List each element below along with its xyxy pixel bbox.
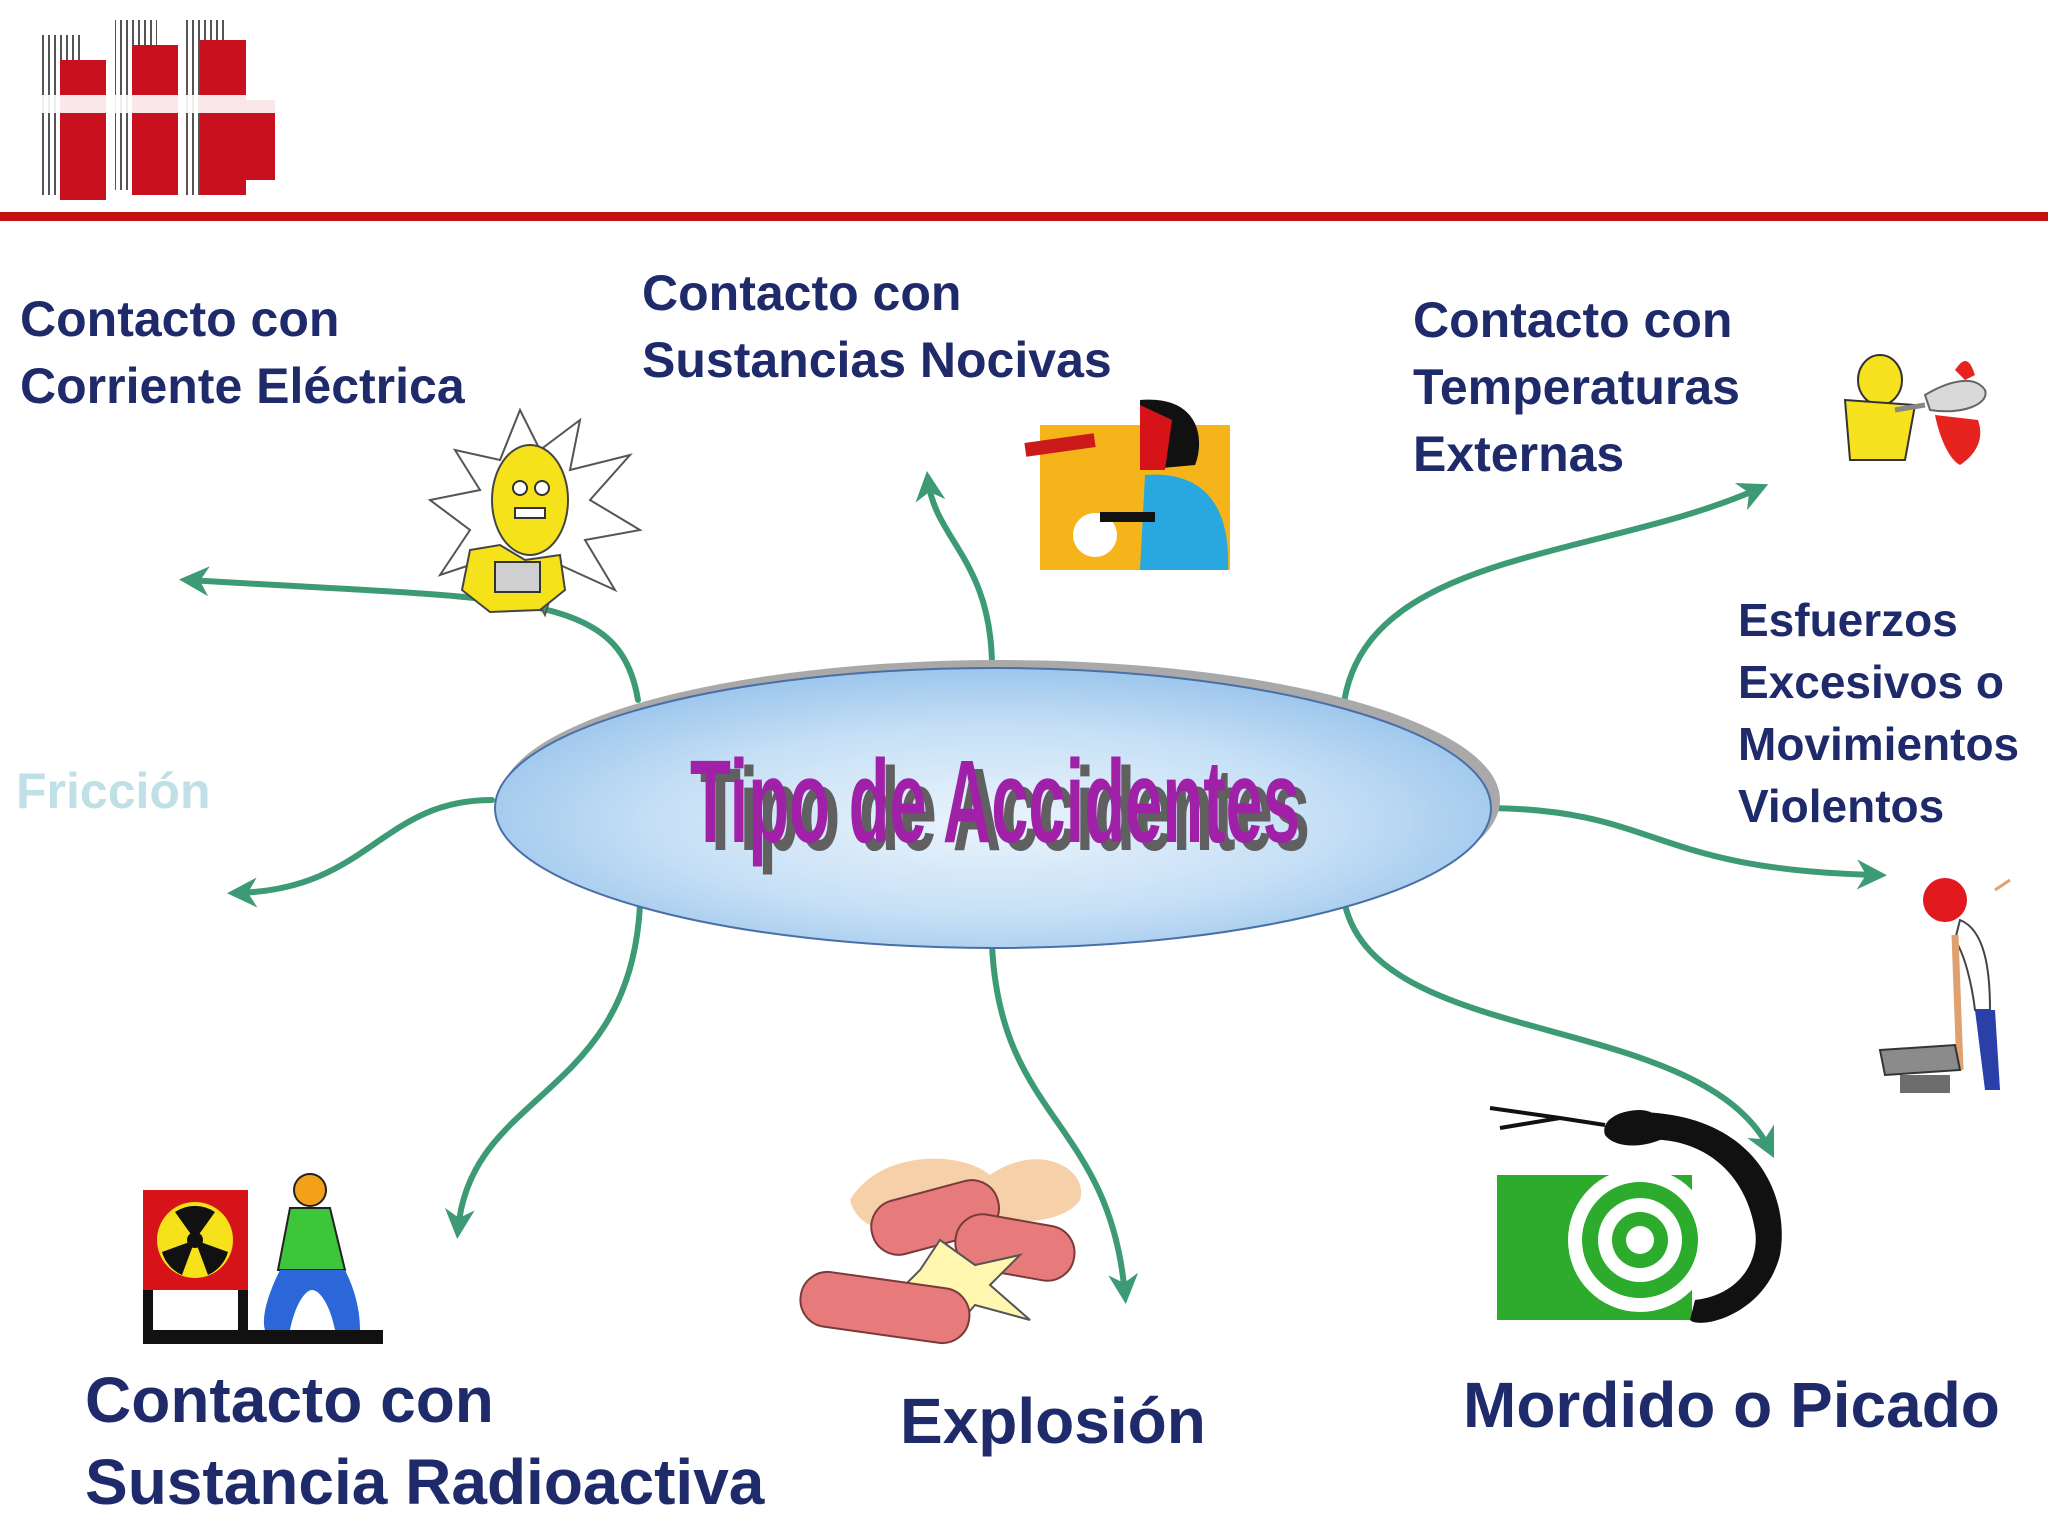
center-title-shadow: Tipo de Accidentes: [700, 744, 1310, 876]
arrow-friccion: [227, 797, 495, 908]
label-line: Mordido o Picado: [1463, 1369, 2000, 1441]
label-corriente-electrica: Contacto con Corriente Eléctrica: [20, 286, 465, 420]
snake-icon: [1489, 1106, 1782, 1323]
label-line: Contacto con: [1413, 292, 1733, 348]
center-title-text: Tipo de Accidentes: [690, 736, 1300, 868]
center-title: Tipo de Accidentes Tipo de Accidentes: [690, 736, 1310, 876]
connector-arrows: [179, 471, 1887, 1304]
header-divider: [0, 212, 2048, 221]
arrow-explosion: [989, 942, 1139, 1304]
fire-suit-icon: [1843, 354, 1987, 465]
label-line: Contacto con: [642, 265, 962, 321]
arrow-sustancia-radioactiva: [444, 902, 643, 1239]
label-line: Esfuerzos: [1738, 594, 1958, 646]
label-line: Corriente Eléctrica: [20, 358, 465, 414]
label-friccion: Fricción: [16, 758, 210, 825]
label-line: Contacto con: [20, 291, 340, 347]
label-line: Violentos: [1738, 780, 1945, 832]
label-line: Excesivos o: [1738, 656, 2004, 708]
back-strain-icon: [1878, 878, 2011, 1093]
label-line: Fricción: [16, 763, 211, 819]
label-line: Contacto con: [85, 1364, 494, 1436]
company-logo: [28, 20, 278, 200]
label-sustancias-nocivas: Contacto con Sustancias Nocivas: [642, 260, 1112, 394]
explosion-icon: [799, 1158, 1082, 1345]
label-explosion: Explosión: [900, 1380, 1206, 1462]
label-sustancia-radioactiva: Contacto con Sustancia Radioactiva: [85, 1359, 764, 1523]
label-line: Movimientos: [1738, 718, 2020, 770]
harmful-substance-icon: [1024, 399, 1230, 570]
label-esfuerzos-excesivos: Esfuerzos Excesivos o Movimientos Violen…: [1738, 589, 2019, 837]
arrow-sustancias-nocivas: [915, 471, 995, 671]
label-line: Temperaturas: [1413, 359, 1740, 415]
arrow-corriente-electrica: [179, 566, 641, 703]
label-line: Explosión: [900, 1385, 1206, 1457]
label-mordido-picado: Mordido o Picado: [1463, 1364, 2000, 1446]
center-ellipse: [494, 660, 1500, 949]
label-line: Externas: [1413, 426, 1625, 482]
electric-shock-icon: [427, 407, 643, 618]
label-line: Sustancia Radioactiva: [85, 1446, 765, 1518]
radiation-icon: [143, 1173, 383, 1344]
arrow-temperaturas-externas: [1340, 482, 1769, 713]
label-temperaturas-externas: Contacto con Temperaturas Externas: [1413, 287, 1740, 488]
arrow-mordido-picado: [1342, 902, 1775, 1159]
arrow-esfuerzos: [1487, 805, 1887, 890]
label-line: Sustancias Nocivas: [642, 332, 1112, 388]
